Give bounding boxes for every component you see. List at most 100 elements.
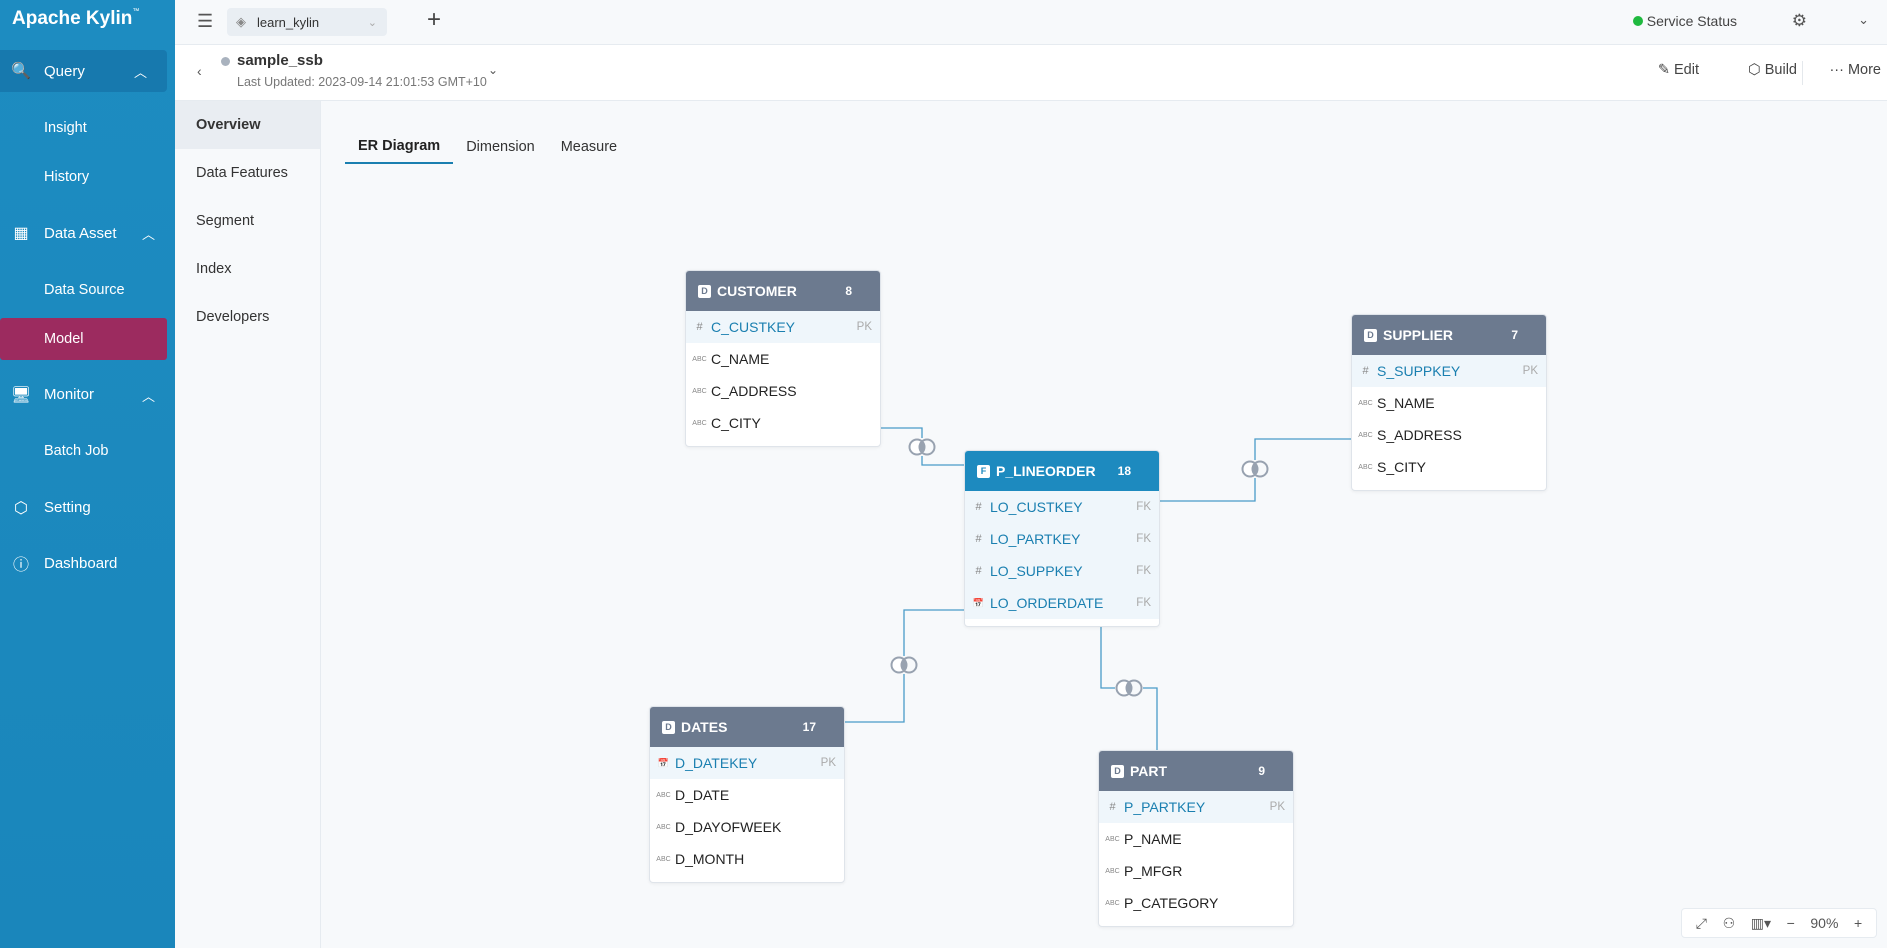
sidebar-item-label: Insight <box>44 119 87 136</box>
subnav-data-features[interactable]: Data Features <box>196 165 288 181</box>
settings-screen-icon[interactable]: ⚙ <box>1791 11 1807 30</box>
collapse-menu-icon[interactable]: ☰ <box>197 11 214 31</box>
sidebar-item-data-asset[interactable]: ▦Data Asset︿ <box>0 212 175 254</box>
tab-er-diagram[interactable]: ER Diagram <box>345 129 454 164</box>
sidebar-item-label: Dashboard <box>44 554 118 572</box>
subnav-overview[interactable]: Overview <box>175 101 320 149</box>
string-type-icon: ABC <box>1358 463 1373 471</box>
subnav-developers[interactable]: Developers <box>196 309 270 325</box>
subnav-segment[interactable]: Segment <box>196 213 255 229</box>
zoom-out-button[interactable]: − <box>1786 915 1795 931</box>
table-type-badge: D <box>1111 764 1124 778</box>
sidebar-item-model[interactable]: Model <box>0 318 167 361</box>
string-type-icon: ABC <box>1105 867 1120 875</box>
subnav-index[interactable]: Index <box>196 261 232 277</box>
sidebar-item-batch-job[interactable]: Batch Job <box>0 430 175 472</box>
string-type-icon: ABC <box>1105 835 1120 843</box>
sidebar-item-label: Batch Job <box>44 443 109 460</box>
more-button[interactable]: ··· More <box>1829 62 1881 78</box>
build-button[interactable]: ⬡ Build <box>1748 62 1797 78</box>
tab-dimension[interactable]: Dimension <box>466 138 535 155</box>
tab-measure[interactable]: Measure <box>560 138 618 155</box>
query-icon: 🔍 <box>11 63 31 80</box>
sidebar-item-history[interactable]: History <box>0 156 175 198</box>
chevron-up-icon: ︿ <box>133 65 147 80</box>
column-count: 8 <box>845 284 852 298</box>
key-label: PK <box>1269 801 1285 813</box>
table-type-badge: F <box>977 464 990 478</box>
project-selector[interactable]: ◈ learn_kylin ⌄ <box>227 8 387 36</box>
model-status-dot <box>221 57 230 66</box>
number-type-icon: # <box>696 321 703 333</box>
column-count: 7 <box>1511 328 1518 342</box>
sidebar-item-setting[interactable]: ⬡Setting <box>0 487 175 529</box>
model-switch-chevron-icon[interactable]: ⌄ <box>488 63 499 77</box>
top-bar: ☰ ◈ learn_kylin ⌄ + Service Status ⚙ ⌄ <box>175 0 1887 45</box>
user-menu-chevron-icon[interactable]: ⌄ <box>1858 12 1869 27</box>
zoom-toolbar: ⤢ ⚇ ▥▾ − 90% + <box>1681 908 1877 938</box>
string-type-icon: ABC <box>692 387 707 395</box>
columns-icon[interactable]: ▥▾ <box>1750 914 1772 931</box>
column-count: 18 <box>1117 464 1131 478</box>
cube-icon: ⬡ <box>1748 62 1765 78</box>
auto-layout-icon[interactable]: ⚇ <box>1722 914 1736 931</box>
add-project-button[interactable]: + <box>427 6 442 33</box>
sidebar-item-insight[interactable]: Insight <box>0 107 175 149</box>
back-icon[interactable]: ‹ <box>197 63 202 79</box>
key-label: FK <box>1136 533 1151 545</box>
app-logo[interactable]: Apache Kylin™ <box>12 8 140 29</box>
sidebar-item-monitor[interactable]: 🖥Monitor︿ <box>0 374 175 416</box>
string-type-icon: ABC <box>1358 431 1373 439</box>
edit-button[interactable]: ✎ Edit <box>1657 62 1699 78</box>
sidebar-item-data-source[interactable]: Data Source <box>0 269 175 311</box>
sidebar-item-query[interactable]: 🔍Query︿ <box>0 50 167 92</box>
column-row[interactable]: #LO_ORDERKEY <box>965 619 1159 626</box>
zoom-level: 90% <box>1810 915 1839 931</box>
fullscreen-icon[interactable]: ⤢ <box>1695 914 1707 931</box>
service-status[interactable]: Service Status <box>1632 13 1737 29</box>
key-label: FK <box>1136 597 1151 609</box>
sidebar-item-label: Monitor <box>44 386 95 404</box>
last-updated: Last Updated: 2023-09-14 21:01:53 GMT+10 <box>237 75 487 89</box>
pencil-icon: ✎ <box>1657 62 1674 78</box>
zoom-in-button[interactable]: + <box>1854 915 1863 931</box>
column-count: 9 <box>1258 764 1265 778</box>
string-type-icon: ABC <box>692 355 707 363</box>
